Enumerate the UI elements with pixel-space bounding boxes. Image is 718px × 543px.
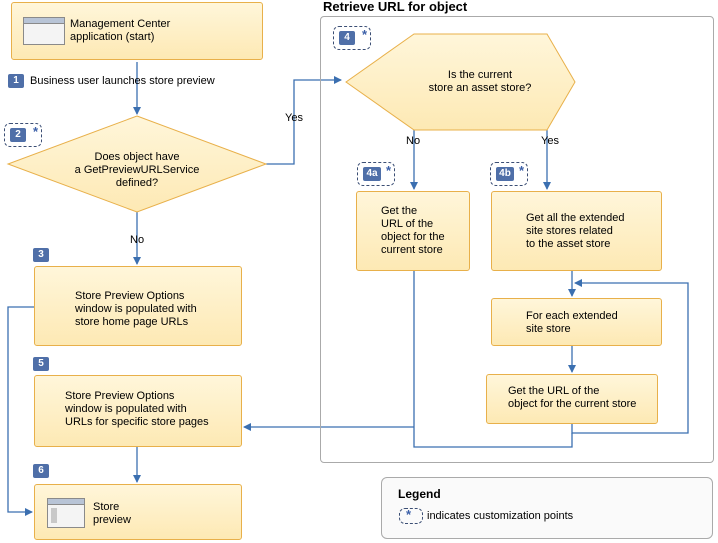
yes-label-2: Yes [541,135,559,147]
legend-marker: * [399,507,423,524]
step4-text-1: Is the current [447,69,513,81]
store-preview-icon [47,498,85,528]
customization-marker-4: 4 * [333,26,371,50]
no-label-1: No [130,234,145,246]
step3-box: Store Preview Options window is populate… [34,266,242,346]
step4a-text-1: Get the [381,205,418,217]
group-title: Retrieve URL for object [323,0,468,14]
retrieve-url-group [320,16,714,463]
line-4a-merge [413,271,573,448]
get-url-text-2: object for the current store [508,398,637,410]
arrow-yes-to-retrieve [266,76,342,165]
step3-badge: 3 [33,248,49,262]
step4-text-2: store an asset store? [428,82,532,94]
step4-badge: 4 [339,31,355,45]
star-icon: * [385,163,391,178]
step3-text-2: window is populated with [75,303,197,315]
step6-text-1: Store [93,501,120,513]
step5-box: Store Preview Options window is populate… [34,375,242,447]
step3-text-1: Store Preview Options [75,290,185,302]
customization-marker-4a: 4a * [357,162,395,186]
window-icon [23,17,65,45]
step2-badge: 2 [10,128,26,142]
step3-text-3: store home page URLs [75,316,189,328]
for-each-text-1: For each extended [526,310,618,322]
step5-badge: 5 [33,357,49,371]
legend-box: Legend * indicates customization points [381,477,713,539]
step4a-text-2: URL of the [381,218,434,230]
step6-badge: 6 [33,464,49,478]
yes-label-1: Yes [285,112,303,124]
step2-text-2: a GetPreviewURLService [74,164,200,176]
arrow-loop [571,279,689,434]
step4b-text-1: Get all the extended [526,212,625,224]
step4a-text-4: current store [381,244,443,256]
step4b-box: Get all the extended site stores related… [491,191,662,271]
step4a-badge: 4a [363,167,381,181]
customization-marker-4b: 4b * [490,162,528,186]
step4b-text-2: site stores related [526,225,613,237]
legend-title: Legend [398,487,441,501]
step4a-box: Get the URL of the object for the curren… [356,191,470,271]
step4b-badge: 4b [496,167,514,181]
star-icon: * [32,124,38,139]
legend-text: indicates customization points [427,510,574,522]
step2-text-1: Does object have [94,151,180,163]
customization-marker-2: 2 * [4,123,42,147]
step1-text: Business user launches store preview [30,75,215,87]
step1-badge: 1 [8,74,24,88]
start-label-2: application (start) [70,31,155,43]
step4b-text-3: to the asset store [526,238,611,250]
step5-text-1: Store Preview Options [65,390,175,402]
for-each-box: For each extended site store [491,298,662,346]
for-each-text-2: site store [526,323,571,335]
step6-box: Store preview [34,484,242,540]
get-url-box: Get the URL of the object for the curren… [486,374,658,424]
step5-text-3: URLs for specific store pages [65,416,209,428]
step6-text-2: preview [93,514,131,526]
step4a-text-3: object for the [381,231,445,243]
star-icon: * [406,507,412,522]
get-url-text-1: Get the URL of the [508,385,600,397]
start-label-1: Management Center [70,18,171,30]
star-icon: * [518,163,524,178]
start-box: Management Center application (start) [11,2,263,60]
star-icon: * [361,27,367,42]
step2-text-3: defined? [115,177,159,189]
step5-text-2: window is populated with [65,403,187,415]
no-label-2: No [406,135,421,147]
arrow-step3-to-step6 [7,306,34,516]
